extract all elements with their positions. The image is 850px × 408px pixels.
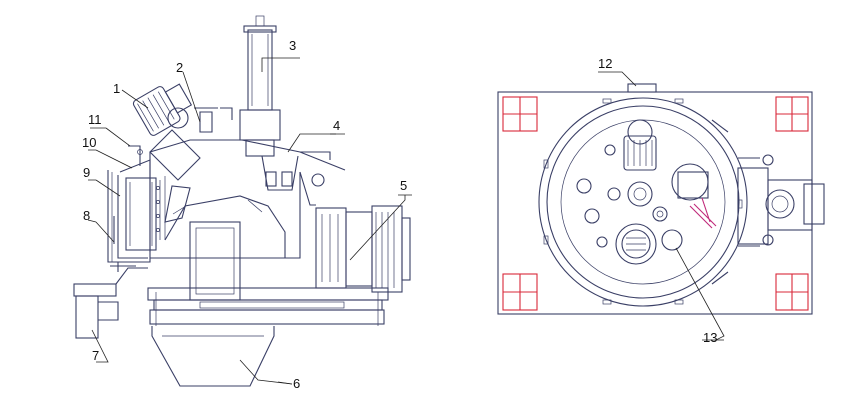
motor-flange bbox=[167, 107, 189, 129]
callout-2: 2 bbox=[176, 60, 183, 75]
callout-4: 4 bbox=[333, 118, 340, 133]
top-components bbox=[576, 119, 717, 265]
feed-pipe bbox=[149, 129, 201, 181]
callout-3: 3 bbox=[289, 38, 296, 53]
rim-bolts bbox=[543, 98, 743, 305]
liquid-outlet bbox=[73, 267, 148, 339]
callout-11: 11 bbox=[88, 112, 102, 127]
callout-12: 12 bbox=[598, 56, 612, 71]
base-plate bbox=[497, 91, 813, 315]
callout-13: 13 bbox=[703, 330, 717, 345]
callout-10: 10 bbox=[82, 135, 96, 150]
rotor-drum bbox=[164, 195, 286, 301]
side-view bbox=[73, 15, 412, 387]
top-leaders bbox=[598, 71, 725, 341]
housing bbox=[107, 139, 346, 263]
feed-nozzle bbox=[164, 185, 191, 223]
callout-1: 1 bbox=[113, 81, 120, 96]
discharge-valve bbox=[261, 151, 331, 191]
top-column bbox=[194, 15, 281, 157]
callout-8: 8 bbox=[83, 208, 90, 223]
callout-7: 7 bbox=[92, 348, 99, 363]
feed-motor bbox=[132, 83, 193, 136]
basket bbox=[125, 176, 166, 251]
discharge-hopper bbox=[151, 326, 275, 387]
side-fittings bbox=[110, 145, 143, 272]
side-leaders bbox=[87, 57, 412, 385]
drive-motor bbox=[315, 205, 411, 293]
top-view bbox=[497, 71, 825, 341]
top-nozzle bbox=[627, 83, 657, 93]
bowl-rings bbox=[538, 97, 748, 307]
callout-6: 6 bbox=[293, 376, 300, 391]
base-frame bbox=[147, 287, 389, 326]
callout-5: 5 bbox=[400, 178, 407, 193]
callout-9: 9 bbox=[83, 165, 90, 180]
corner-markers bbox=[502, 96, 809, 311]
top-drive-unit bbox=[711, 119, 825, 285]
